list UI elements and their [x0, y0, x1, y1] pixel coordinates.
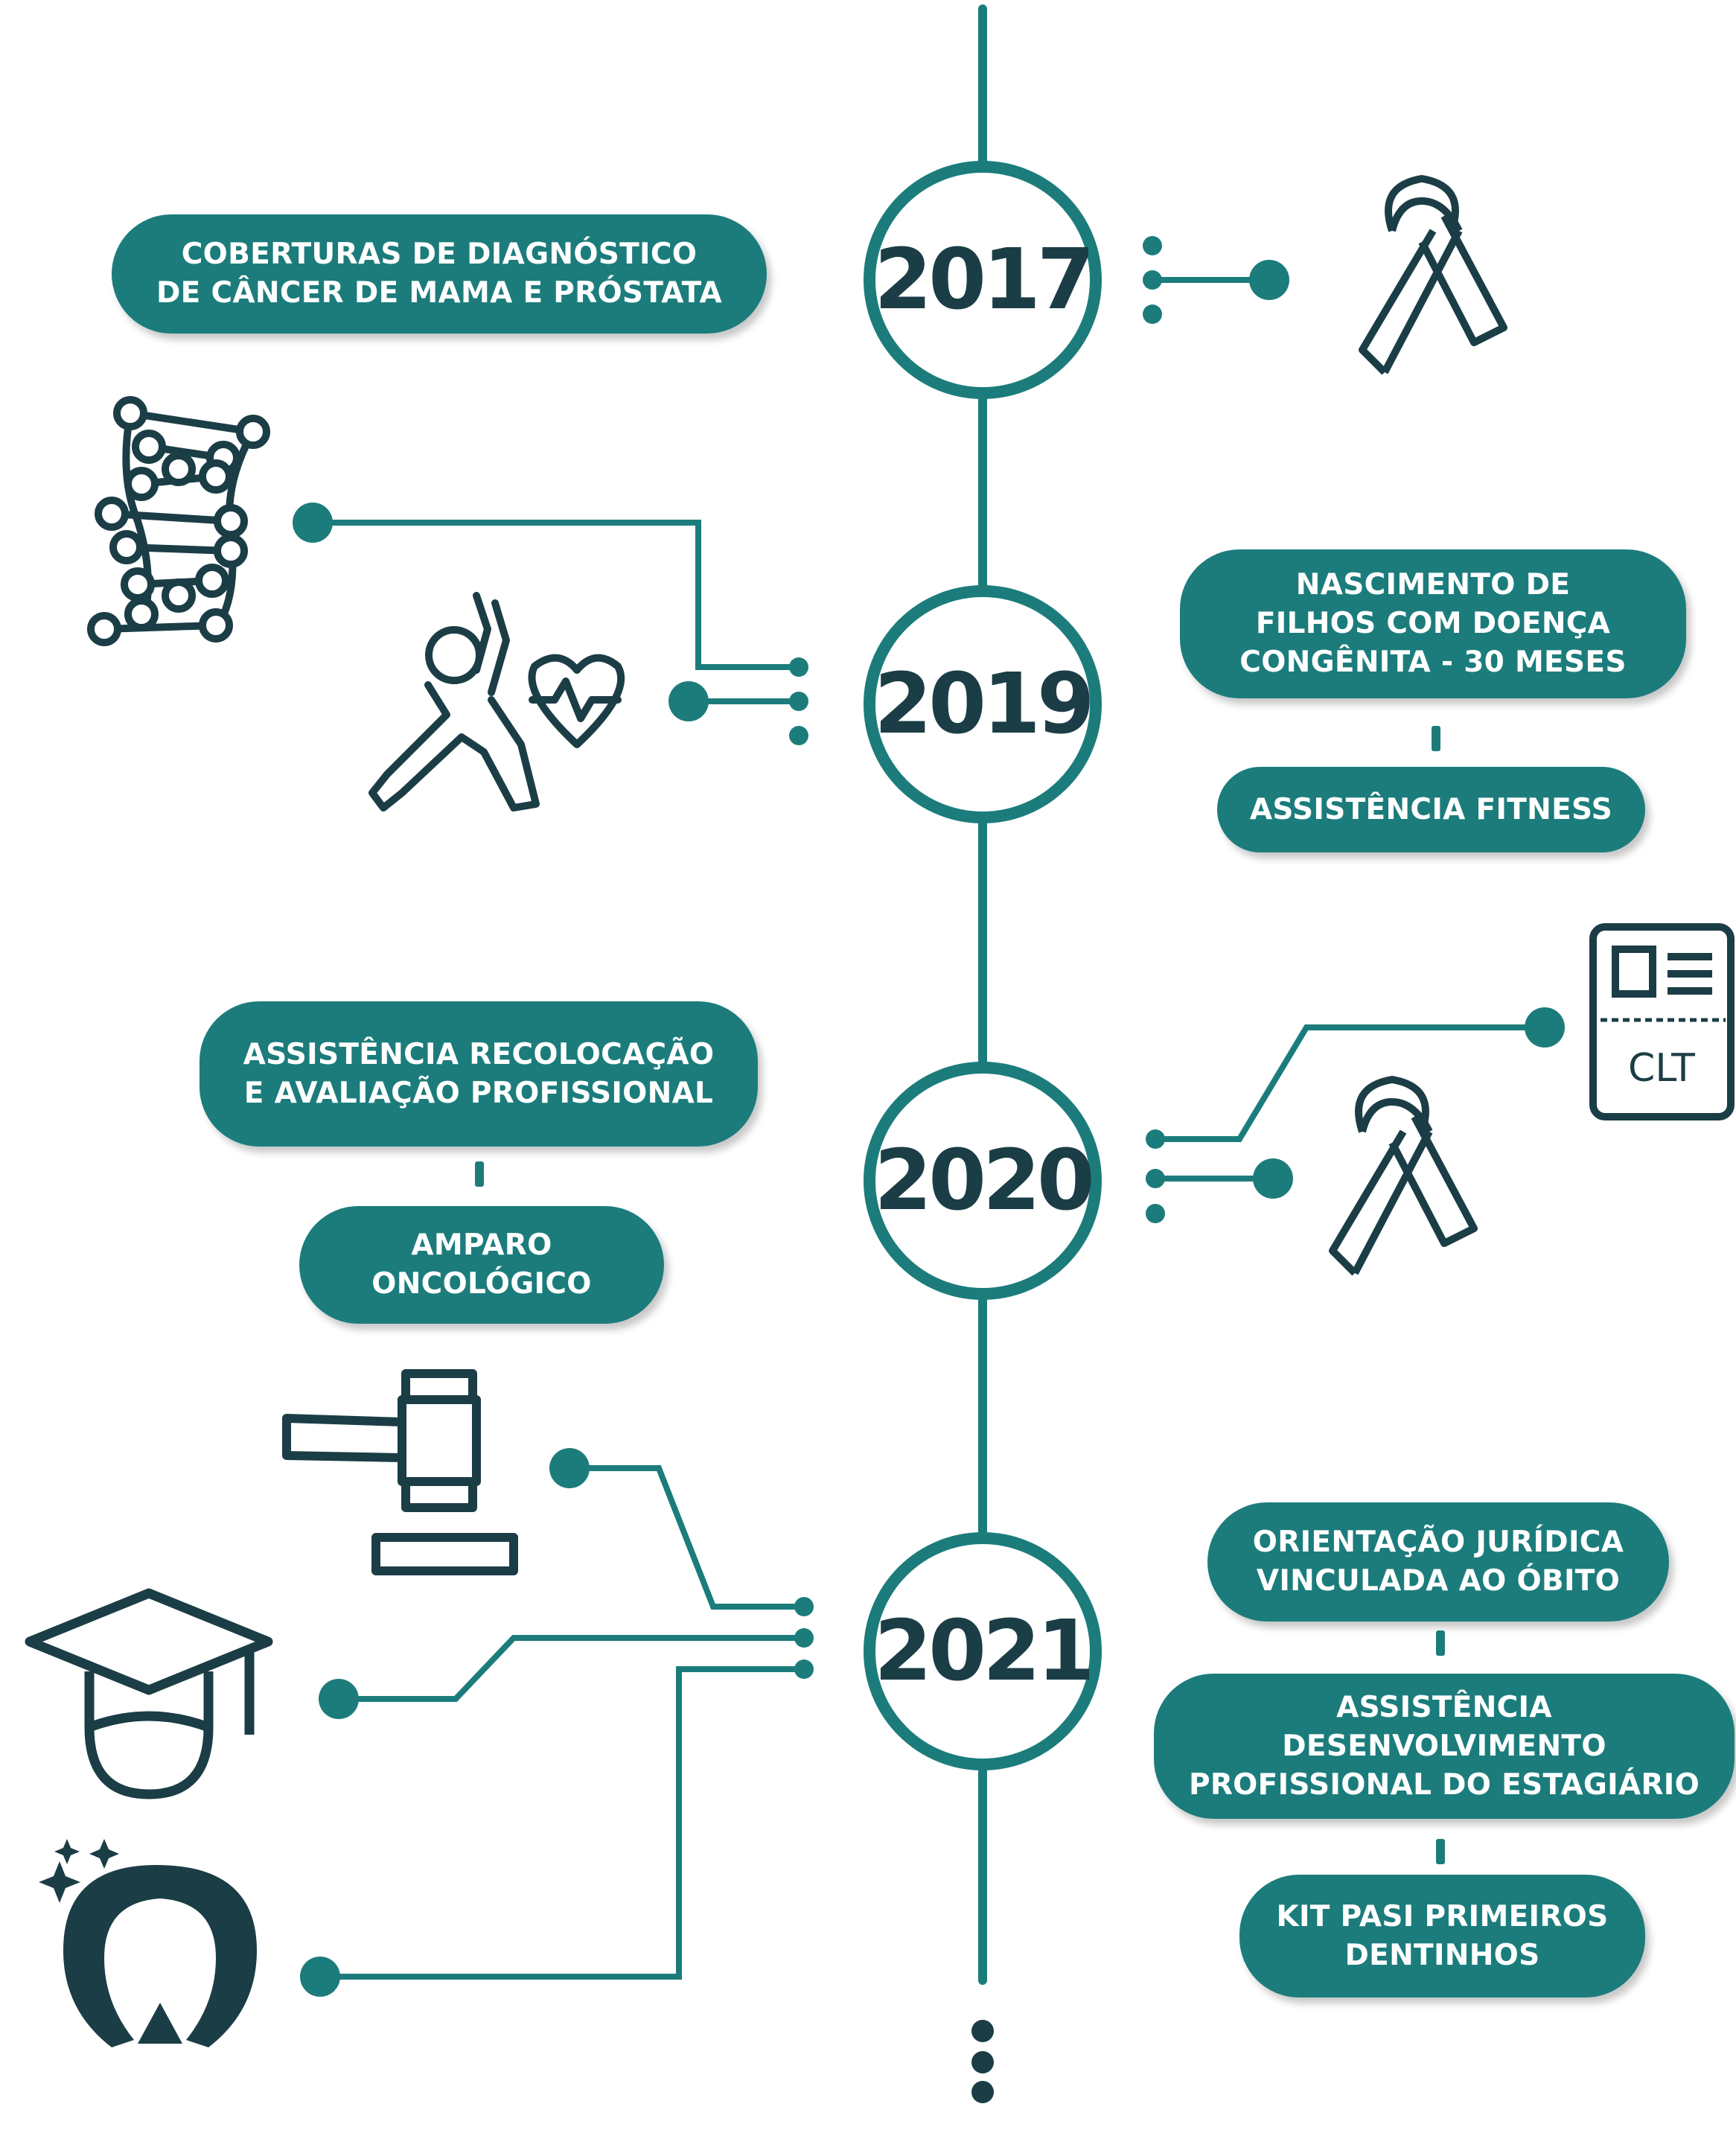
awareness-ribbon-icon [1329, 1076, 1478, 1276]
pill-line: ONCOLÓGICO [371, 1267, 592, 1301]
pill-line: ASSISTÊNCIA DESENVOLVIMENTO [1282, 1690, 1606, 1763]
pill-line: AMPARO [411, 1228, 552, 1262]
dna-icon [87, 396, 270, 646]
pill-divider [1436, 1839, 1445, 1864]
clt-label: CLT [1628, 1046, 1695, 1091]
benefit-pill-first-teeth-kit: KIT PASI PRIMEIROS DENTINHOS [1239, 1875, 1645, 1998]
connector-2021 [300, 1448, 814, 1997]
pill-line: E AVALIAÇÃO PROFISSIONAL [243, 1076, 714, 1110]
pill-divider [1432, 726, 1440, 751]
fitness-heart-icon [368, 592, 625, 812]
pill-line: CONGÊNITA - 30 MESES [1239, 645, 1627, 679]
benefit-pill-intern-development: ASSISTÊNCIA DESENVOLVIMENTO PROFISSIONAL… [1154, 1674, 1735, 1819]
graduate-icon [25, 1588, 273, 1799]
gavel-icon [282, 1369, 518, 1575]
pill-line: FILHOS COM DOENÇA [1255, 607, 1611, 640]
pill-line: VINCULADA AO ÓBITO [1256, 1564, 1621, 1598]
pill-line: DENTINHOS [1344, 1938, 1540, 1972]
connector-2020 [1146, 1007, 1565, 1223]
benefit-pill-legal-guidance: ORIENTAÇÃO JURÍDICA VINCULADA AO ÓBITO [1207, 1502, 1669, 1622]
pill-line: ASSISTÊNCIA FITNESS [1249, 792, 1613, 826]
year-2020: 2020 [864, 1062, 1102, 1300]
pill-line: ORIENTAÇÃO JURÍDICA [1252, 1525, 1624, 1559]
pill-line: COBERTURAS DE DIAGNÓSTICO [181, 237, 698, 271]
pill-line: KIT PASI PRIMEIROS [1276, 1899, 1609, 1933]
pill-divider [475, 1161, 484, 1187]
pill-divider [1436, 1630, 1445, 1656]
pill-line: NASCIMENTO DE [1295, 568, 1571, 602]
benefit-pill-relocation: ASSISTÊNCIA RECOLOCAÇÃO E AVALIAÇÃO PROF… [200, 1001, 758, 1147]
awareness-ribbon-icon [1359, 175, 1507, 375]
benefit-pill-cancer-diagnosis: COBERTURAS DE DIAGNÓSTICO DE CÂNCER DE M… [112, 214, 767, 334]
work-card-icon: CLT [1589, 923, 1735, 1120]
pill-line: DE CÂNCER DE MAMA E PRÓSTATA [156, 276, 723, 310]
year-2017: 2017 [864, 161, 1102, 399]
year-2019: 2019 [864, 585, 1102, 823]
connector-2017 [1143, 236, 1289, 324]
benefit-pill-congenital-disease: NASCIMENTO DE FILHOS COM DOENÇA CONGÊNIT… [1180, 549, 1686, 698]
year-2021: 2021 [864, 1532, 1102, 1770]
pill-line: ASSISTÊNCIA RECOLOCAÇÃO [243, 1037, 715, 1071]
pill-line: PROFISSIONAL DO ESTAGIÁRIO [1188, 1767, 1700, 1802]
tooth-icon [39, 1839, 257, 2047]
benefit-pill-oncology: AMPARO ONCOLÓGICO [299, 1206, 664, 1324]
connector-2019 [293, 503, 808, 745]
timeline-continuation-dots [971, 2020, 994, 2103]
benefit-pill-fitness: ASSISTÊNCIA FITNESS [1217, 767, 1645, 852]
